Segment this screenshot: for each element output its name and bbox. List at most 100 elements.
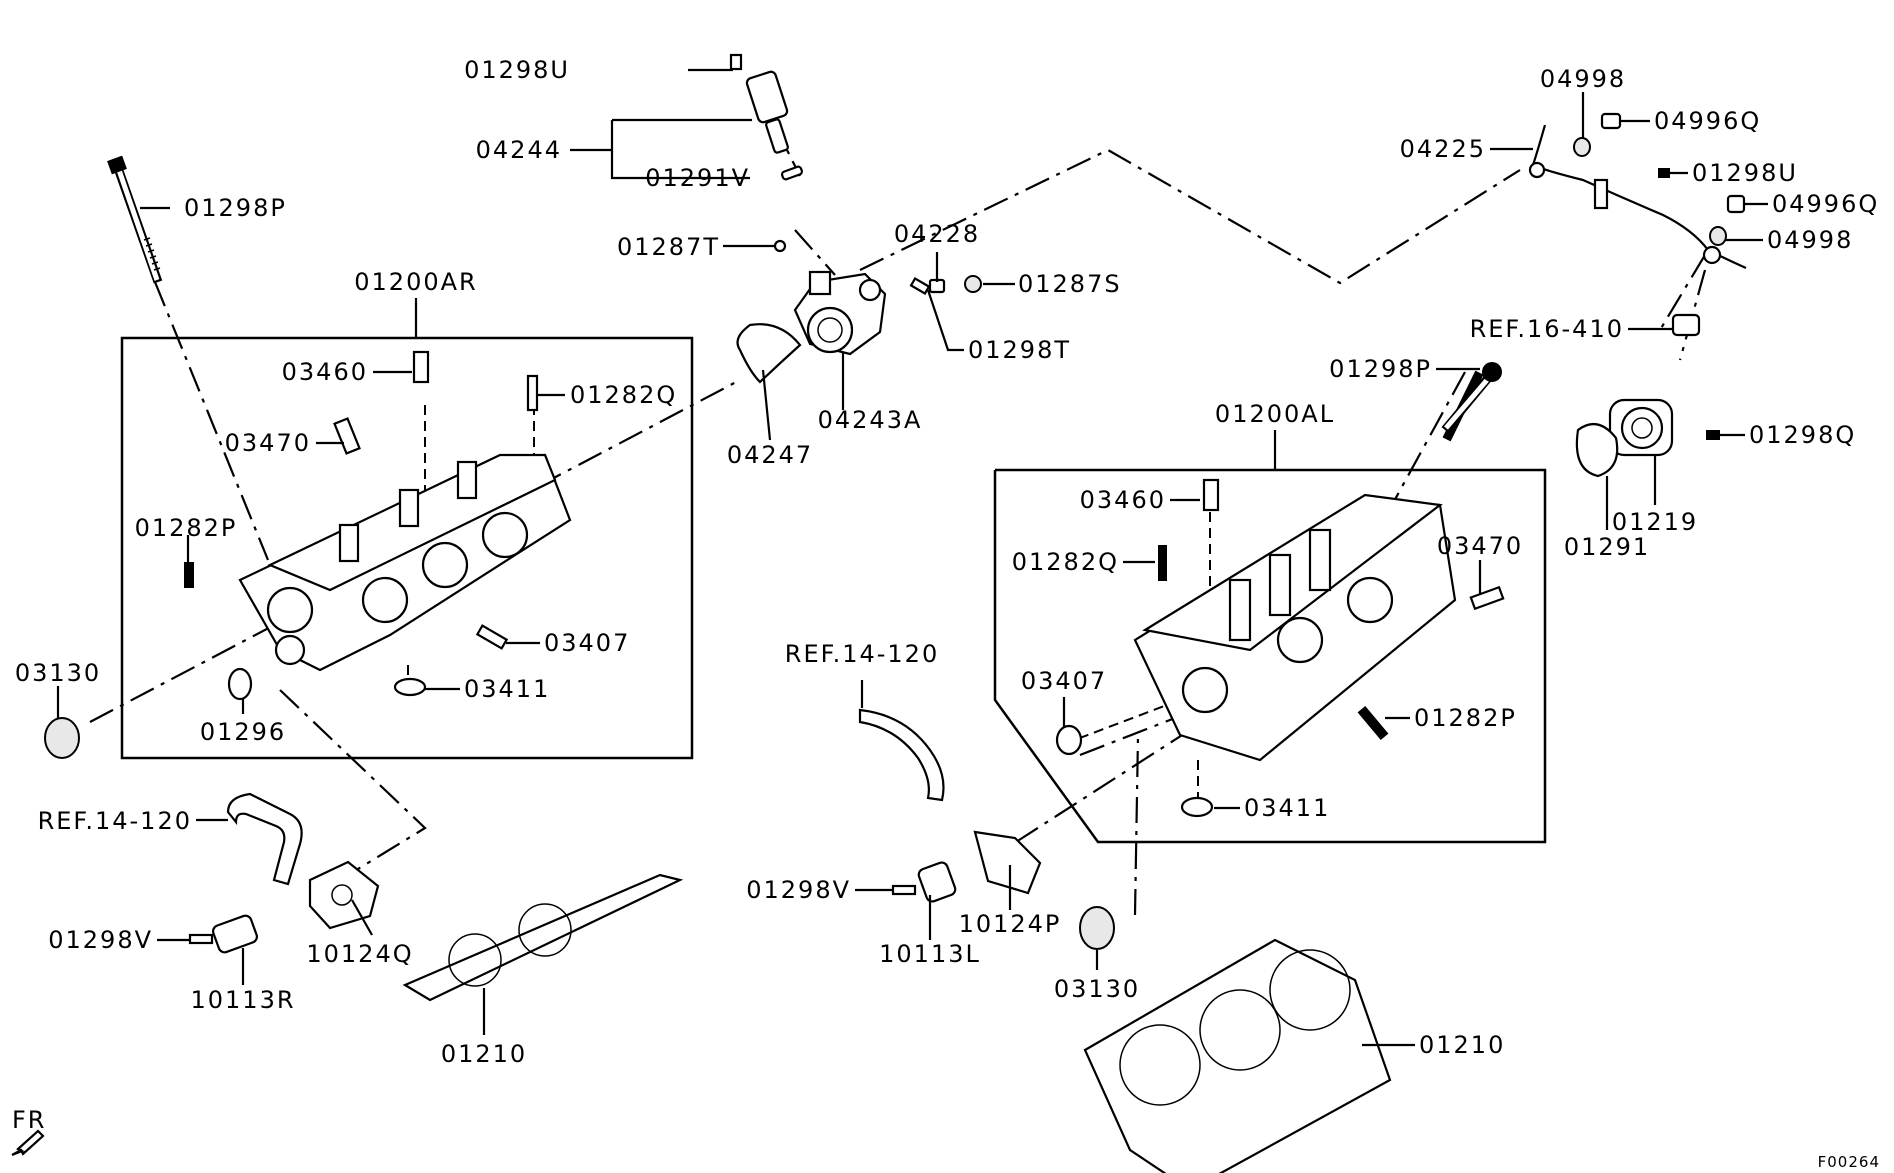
- timing-cover-01219: [1608, 398, 1674, 457]
- label-10113L: 10113L: [879, 940, 981, 968]
- oil-control-valve: [688, 53, 789, 154]
- cylinder-head-left: [238, 453, 572, 672]
- label-04244: 04244: [476, 136, 562, 164]
- hose-middle: [858, 708, 945, 802]
- guide-right-bolt: [1369, 371, 1466, 546]
- bolt-01298V-left: [188, 933, 214, 945]
- label-01282Q-left: 01282Q: [570, 381, 677, 409]
- thermostat-10113R: [212, 914, 258, 954]
- label-04996Q-mid: 04996Q: [1772, 190, 1879, 218]
- check-ball: [773, 239, 787, 253]
- gasket-10124P: [973, 830, 1042, 895]
- label-01287T: 01287T: [617, 233, 720, 261]
- label-10113R: 10113R: [190, 986, 295, 1014]
- valve-seal-03411-left: [393, 677, 427, 697]
- label-01298T: 01298T: [968, 336, 1071, 364]
- front-arrow-icon: [11, 1129, 45, 1157]
- label-04996Q-top: 04996Q: [1654, 107, 1761, 135]
- label-03411-right: 03411: [1244, 794, 1330, 822]
- eyebolt-04996Q-mid: [1726, 194, 1746, 214]
- label-01210-left: 01210: [441, 1040, 527, 1068]
- label-FR: FR: [12, 1106, 46, 1134]
- bolt-01298U-right: [1658, 168, 1670, 178]
- oil-seal-03130-right: [1079, 906, 1115, 950]
- pin-03470-right: [1469, 585, 1505, 611]
- label-04998-top: 04998: [1540, 65, 1626, 93]
- figure-code: F00264: [1818, 1153, 1880, 1171]
- label-04998-mid: 04998: [1767, 226, 1853, 254]
- guide-left-gasket: [279, 689, 427, 881]
- oil-control-housing: [793, 270, 887, 356]
- plug-01287S: [964, 275, 982, 293]
- label-REF16410: REF.16-410: [1470, 315, 1624, 343]
- label-REF14120-left: REF.14-120: [38, 807, 192, 835]
- washer-04998-mid: [1709, 226, 1727, 246]
- stud-01282P-right: [1357, 705, 1389, 741]
- label-01200AL: 01200AL: [1215, 400, 1335, 428]
- seal-03407-left: [475, 624, 509, 650]
- hose-left: [226, 792, 303, 886]
- label-03130-left: 03130: [15, 659, 101, 687]
- label-01298V-mid: 01298V: [746, 876, 851, 904]
- stud-01282Q-right: [1158, 545, 1167, 581]
- head-bolt-left: [107, 155, 163, 284]
- label-01298U-top: 01298U: [464, 56, 570, 84]
- eyebolt-04996Q-top: [1600, 112, 1622, 130]
- label-01298Q: 01298Q: [1749, 421, 1856, 449]
- gasket-01291: [1575, 422, 1619, 478]
- label-01298V-left: 01298V: [48, 926, 153, 954]
- stud-01282P-left: [184, 562, 194, 588]
- right-cylinder-head-box: [993, 468, 1547, 844]
- guide-oil-pipe: [859, 148, 1521, 285]
- label-10124Q: 10124Q: [306, 940, 413, 968]
- guide-left-seal: [89, 379, 741, 723]
- label-03470-right: 03470: [1437, 532, 1523, 560]
- label-REF14120-mid: REF.14-120: [785, 640, 939, 668]
- dowel-03460-right: [1202, 478, 1220, 512]
- guide-left-bolt: [153, 281, 270, 561]
- head-gasket-left: [402, 873, 684, 1002]
- gasket-10124Q: [308, 860, 380, 930]
- pin-03470-left: [333, 417, 361, 455]
- label-01291: 01291: [1564, 533, 1650, 561]
- bolt-01298Q: [1706, 430, 1720, 440]
- label-01219: 01219: [1612, 508, 1698, 536]
- label-04243A: 04243A: [818, 406, 923, 434]
- label-10124P: 10124P: [959, 910, 1062, 938]
- ring-01296: [227, 667, 253, 701]
- head-gasket-right: [1083, 938, 1392, 1173]
- label-03407-left: 03407: [544, 629, 630, 657]
- label-04225: 04225: [1400, 135, 1486, 163]
- label-03460-left: 03460: [282, 358, 368, 386]
- dowel-03460-left: [412, 350, 430, 384]
- thermostat-10113L: [917, 861, 957, 903]
- head-bolt-right: [1441, 362, 1502, 442]
- stud-01282Q-left: [526, 374, 539, 412]
- label-01298P-left: 01298P: [184, 194, 287, 222]
- label-01296: 01296: [200, 718, 286, 746]
- label-01298U-right: 01298U: [1692, 159, 1798, 187]
- label-04228: 04228: [894, 220, 980, 248]
- bolt-01298V-mid: [891, 884, 917, 896]
- oil-seal-03130-left: [44, 717, 80, 759]
- pipe-bracket: [1593, 178, 1609, 210]
- gasket-04247: [736, 323, 802, 384]
- label-03407-right: 03407: [1021, 667, 1107, 695]
- label-01282P-left: 01282P: [135, 514, 238, 542]
- valve-seal-03411-right: [1180, 796, 1214, 818]
- label-03470-left: 03470: [225, 429, 311, 457]
- label-04247: 04247: [727, 441, 813, 469]
- bolt-01298T: [909, 277, 931, 295]
- washer-04998-top: [1573, 137, 1591, 157]
- label-01291V: 01291V: [645, 164, 750, 192]
- label-03130-right: 03130: [1054, 975, 1140, 1003]
- label-03411-left: 03411: [464, 675, 550, 703]
- label-01210-right: 01210: [1419, 1031, 1505, 1059]
- left-cylinder-head-box: [120, 336, 694, 760]
- seal-03407-right: [1055, 724, 1083, 756]
- label-01287S: 01287S: [1018, 270, 1122, 298]
- label-01282Q-right: 01282Q: [1012, 548, 1119, 576]
- o-ring-01291V: [780, 165, 804, 181]
- label-01282P-right: 01282P: [1414, 704, 1517, 732]
